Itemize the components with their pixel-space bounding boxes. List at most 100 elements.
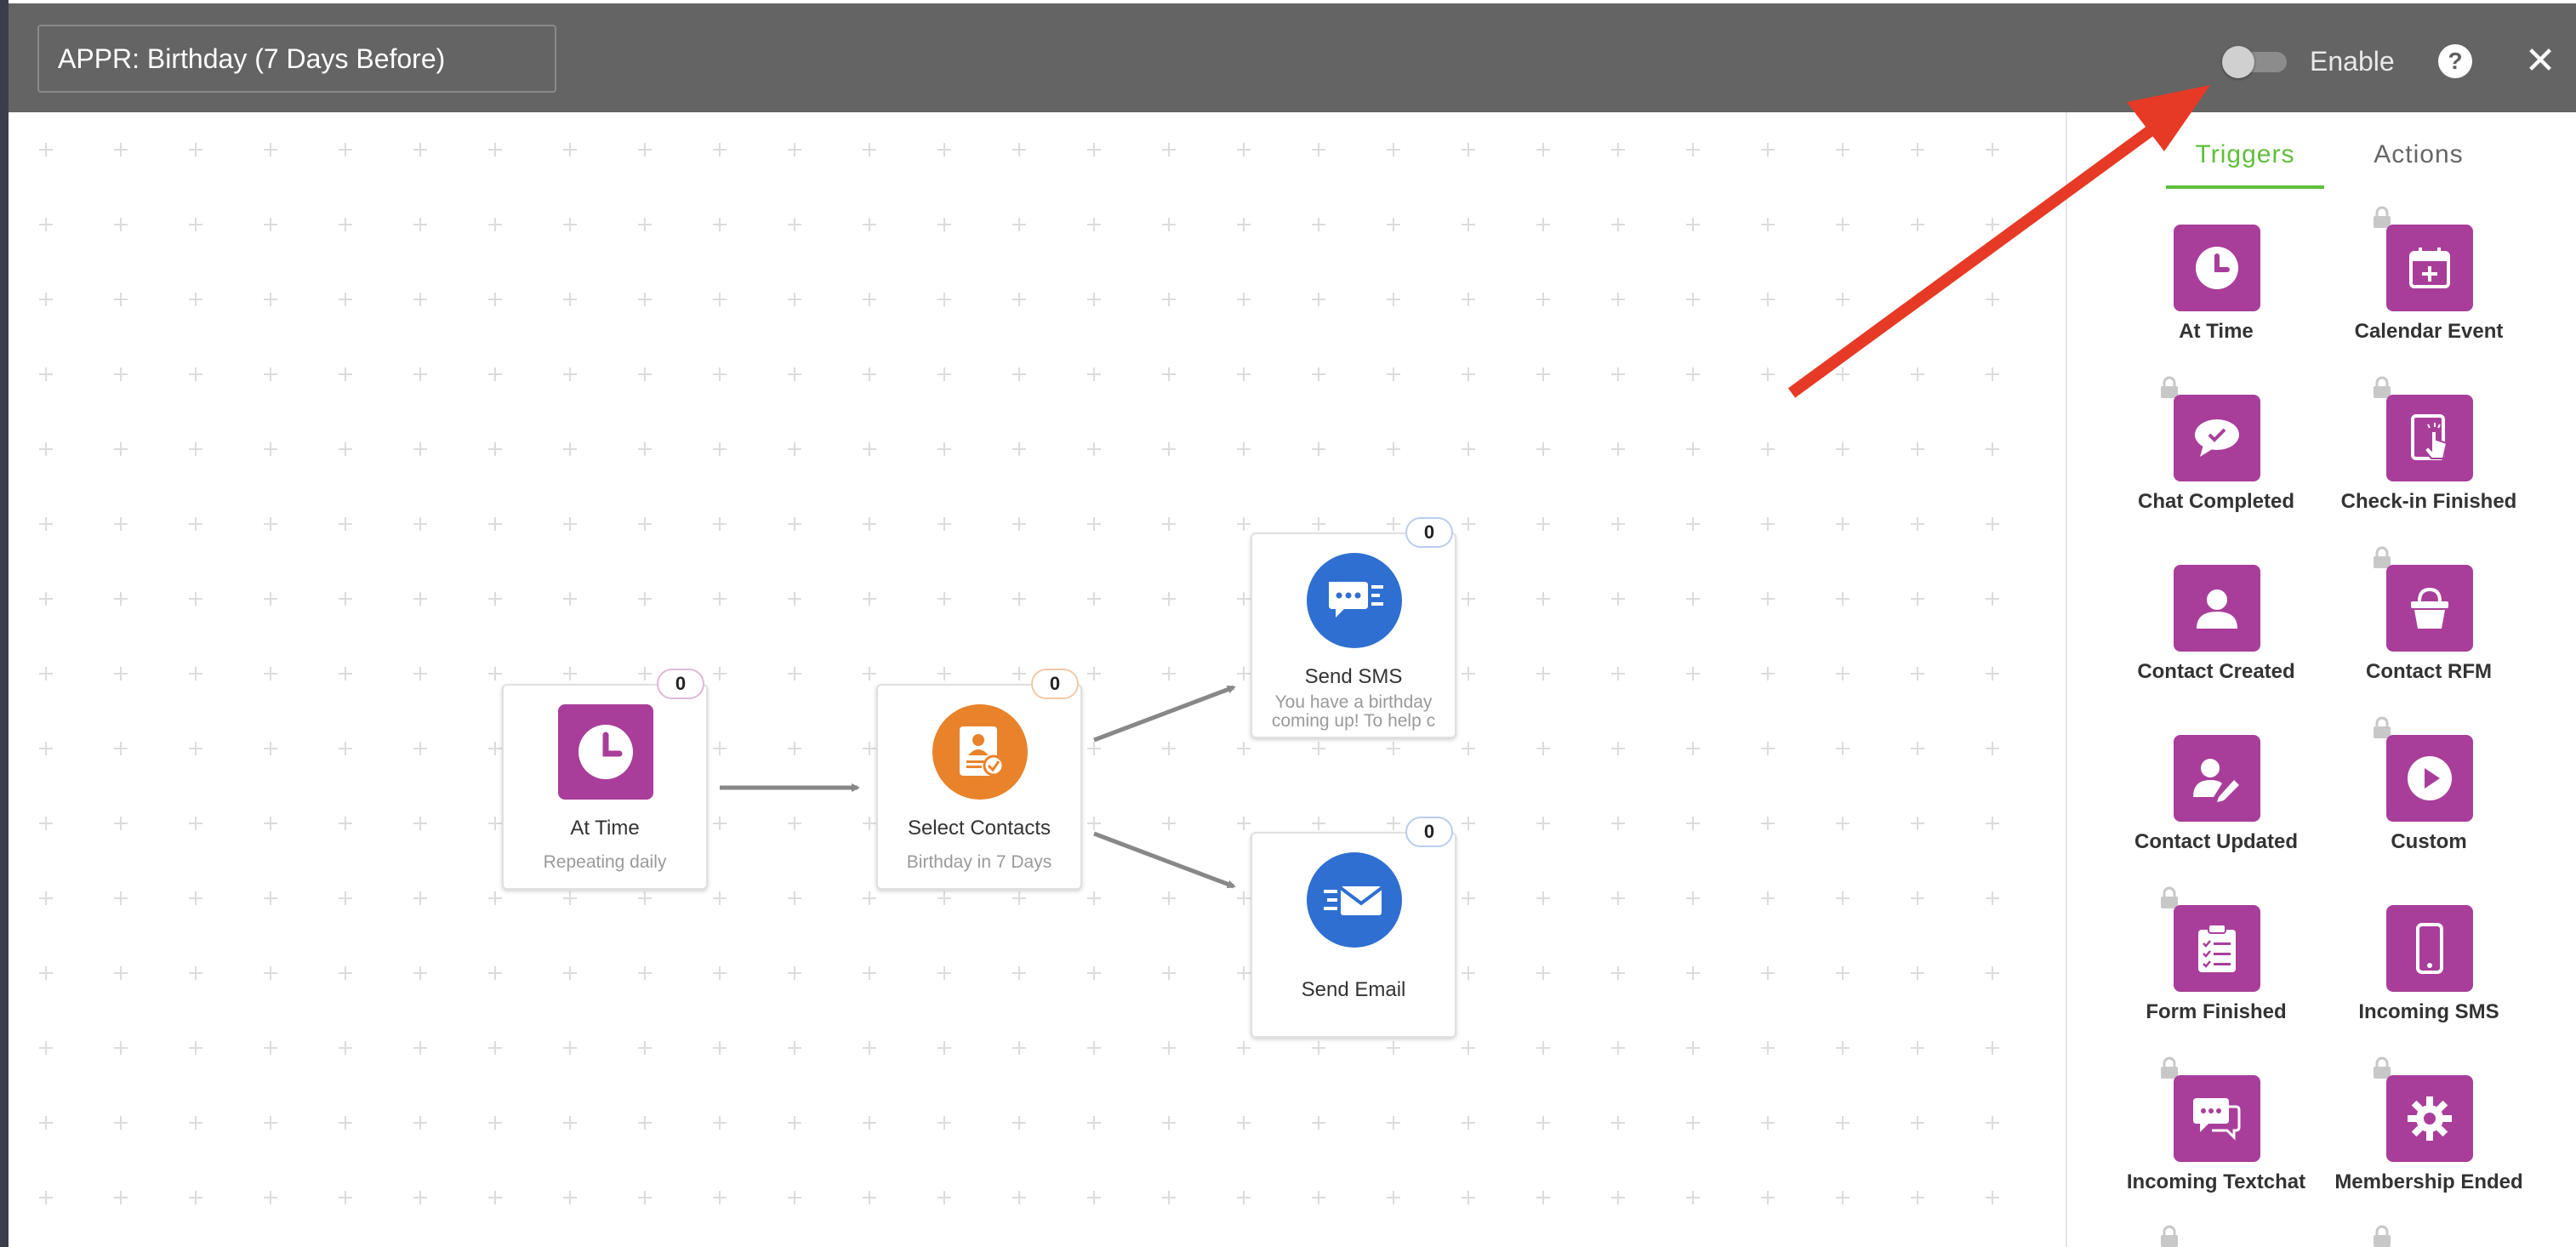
- grid-mark: [1162, 293, 1176, 306]
- grid-mark: [189, 293, 202, 306]
- grid-mark: [488, 143, 502, 157]
- grid-mark: [1462, 367, 1475, 381]
- grid-mark: [713, 218, 727, 231]
- lock-icon: [2161, 1056, 2178, 1079]
- trigger-calendar-event[interactable]: Calendar Event: [2322, 206, 2535, 378]
- grid-mark: [1162, 742, 1176, 755]
- grid-mark: [1836, 742, 1849, 755]
- connector-select-to-sms: [1093, 685, 1236, 743]
- trigger-form-finished[interactable]: Form Finished: [2110, 886, 2322, 1058]
- grid-mark: [788, 293, 801, 306]
- trigger-custom[interactable]: Custom: [2322, 716, 2535, 888]
- grid-mark: [1162, 442, 1176, 456]
- node-send-email[interactable]: Send Email: [1251, 832, 1456, 1038]
- trigger-contact-created[interactable]: Contact Created: [2110, 565, 2322, 718]
- grid-mark: [1462, 817, 1475, 830]
- grid-mark: [1536, 1041, 1550, 1055]
- node-send-sms[interactable]: Send SMS You have a birthday coming up! …: [1251, 532, 1456, 738]
- grid-mark: [1462, 517, 1475, 531]
- trigger-check-in-finished[interactable]: Check-in Finished: [2322, 376, 2535, 548]
- trigger-incoming-textchat[interactable]: Incoming Textchat: [2110, 1056, 2322, 1228]
- trigger-label: Chat Completed: [2137, 490, 2294, 513]
- grid-mark: [1237, 891, 1251, 905]
- grid-mark: [39, 517, 53, 531]
- trigger-tile: [2386, 1075, 2473, 1162]
- node-title: Send Email: [1301, 978, 1406, 1001]
- tab-triggers[interactable]: Triggers: [2166, 138, 2324, 189]
- grid-mark: [39, 742, 53, 755]
- grid-mark: [1611, 1116, 1625, 1130]
- workflow-canvas[interactable]: At Time Repeating daily 0 Select Contact…: [9, 112, 2066, 1247]
- grid-mark: [788, 442, 801, 456]
- grid-mark: [788, 592, 801, 606]
- grid-mark: [339, 966, 352, 980]
- grid-mark: [1237, 367, 1251, 381]
- node-count-badge: 0: [657, 669, 704, 699]
- grid-mark: [1237, 442, 1251, 456]
- grid-mark: [638, 367, 652, 381]
- grid-mark: [413, 1116, 427, 1130]
- trigger-incoming-sms[interactable]: Incoming SMS: [2322, 905, 2535, 1058]
- grid-mark: [638, 293, 652, 306]
- grid-mark: [1462, 667, 1475, 680]
- grid-mark: [1462, 1041, 1475, 1055]
- grid-mark: [1611, 367, 1625, 381]
- grid-mark: [1536, 891, 1550, 905]
- grid-mark: [1087, 667, 1101, 680]
- grid-mark: [1087, 817, 1101, 830]
- trigger-membership-ended[interactable]: Membership Ended: [2322, 1056, 2535, 1228]
- grid-mark: [1911, 667, 1924, 680]
- grid-mark: [1686, 742, 1700, 755]
- node-at-time[interactable]: At Time Repeating daily: [502, 684, 708, 890]
- grid-mark: [1237, 966, 1251, 980]
- grid-mark: [1686, 367, 1700, 381]
- grid-mark: [488, 367, 502, 381]
- grid-mark: [1611, 517, 1625, 531]
- grid-mark: [1536, 517, 1550, 531]
- grid-mark: [1761, 742, 1775, 755]
- grid-mark: [1686, 891, 1700, 905]
- close-icon[interactable]: ✕: [2524, 40, 2556, 82]
- lock-icon: [2374, 206, 2391, 228]
- grid-mark: [1611, 592, 1625, 606]
- grid-mark: [713, 592, 727, 606]
- grid-mark: [1986, 1116, 1999, 1130]
- grid-mark: [863, 742, 876, 755]
- lock-icon: [2374, 1225, 2391, 1247]
- grid-mark: [114, 517, 128, 531]
- grid-mark: [39, 1191, 53, 1204]
- grid-mark: [1611, 1191, 1625, 1204]
- grid-mark: [264, 517, 277, 531]
- grid-mark: [339, 1116, 352, 1130]
- grid-mark: [1312, 742, 1325, 755]
- grid-mark: [1911, 1191, 1924, 1204]
- workflow-name-input[interactable]: APPR: Birthday (7 Days Before): [37, 25, 556, 93]
- grid-mark: [1536, 667, 1550, 680]
- help-icon[interactable]: ?: [2438, 44, 2472, 78]
- toggle-knob: [2222, 46, 2254, 78]
- grid-mark: [1911, 966, 1924, 980]
- workflow-header: APPR: Birthday (7 Days Before) Enable ? …: [9, 3, 2576, 112]
- trigger-chat-completed[interactable]: Chat Completed: [2110, 376, 2322, 548]
- grid-mark: [1986, 1191, 1999, 1204]
- lock-icon: [2374, 716, 2391, 738]
- grid-mark: [1611, 218, 1625, 231]
- grid-mark: [488, 966, 502, 980]
- grid-mark: [863, 293, 876, 306]
- grid-mark: [1986, 891, 1999, 905]
- trigger-at-time[interactable]: At Time: [2110, 225, 2322, 378]
- grid-mark: [339, 1191, 352, 1204]
- trigger-contact-rfm[interactable]: Contact RFM: [2322, 546, 2535, 718]
- node-select-contacts[interactable]: Select Contacts Birthday in 7 Days: [876, 684, 1082, 890]
- grid-mark: [1611, 742, 1625, 755]
- tab-actions[interactable]: Actions: [2374, 140, 2464, 168]
- grid-mark: [863, 517, 876, 531]
- grid-mark: [1686, 1041, 1700, 1055]
- node-title: Select Contacts: [907, 817, 1051, 840]
- grid-mark: [1536, 966, 1550, 980]
- grid-mark: [1986, 517, 1999, 531]
- trigger-contact-updated[interactable]: Contact Updated: [2110, 735, 2322, 888]
- grid-mark: [1312, 1041, 1325, 1055]
- grid-mark: [1087, 1116, 1101, 1130]
- enable-toggle[interactable]: [2222, 44, 2290, 78]
